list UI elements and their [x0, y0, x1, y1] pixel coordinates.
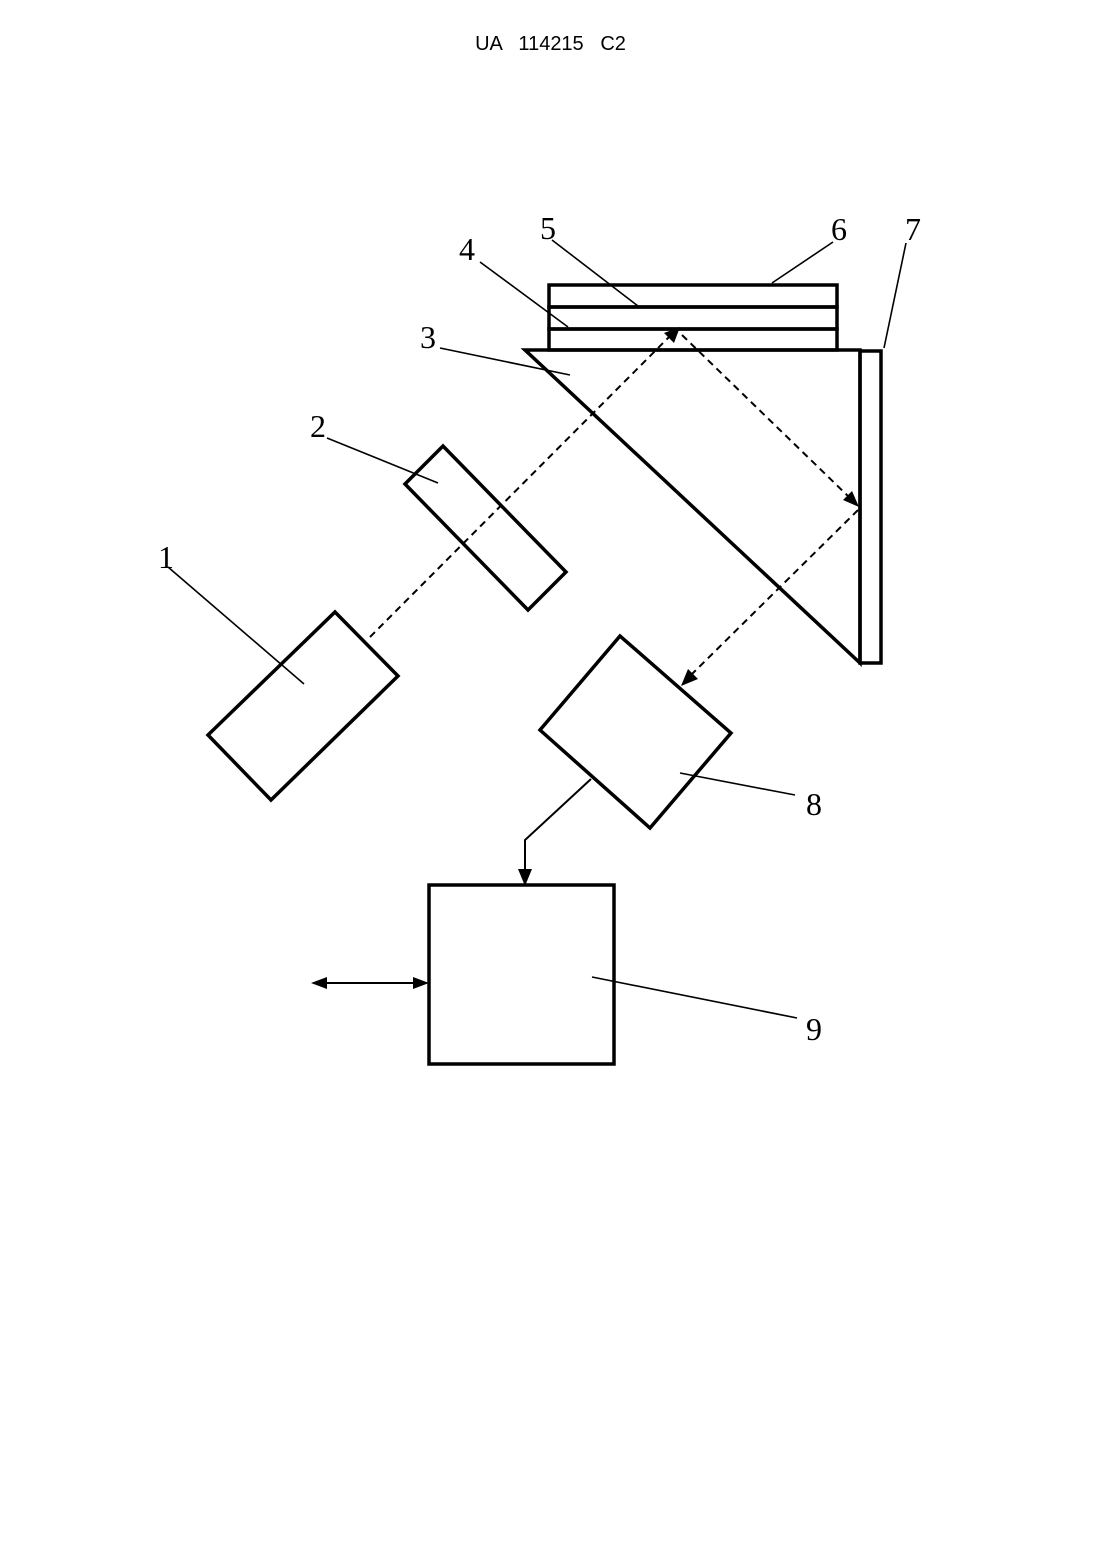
- layer-5: [549, 307, 837, 329]
- beam-source-to-layer: [370, 336, 670, 637]
- beam-plate-to-detector: [692, 510, 858, 674]
- leader-9: [592, 977, 797, 1018]
- leader-4: [480, 262, 568, 327]
- plate-7: [860, 351, 881, 663]
- beam-arrowhead-2: [843, 491, 859, 507]
- label-2: 2: [310, 408, 326, 444]
- wire-detector-to-processor: [525, 779, 591, 872]
- label-7: 7: [905, 211, 921, 247]
- block-1-source: [208, 612, 398, 800]
- leader-8: [680, 773, 795, 795]
- leader-3: [440, 348, 570, 375]
- label-3: 3: [420, 319, 436, 355]
- block-2-plate: [405, 446, 566, 610]
- label-6: 6: [831, 211, 847, 247]
- label-5: 5: [540, 210, 556, 246]
- leader-6: [772, 242, 833, 283]
- leader-7: [884, 243, 906, 348]
- io-arrowhead-left: [311, 977, 327, 989]
- beam-layer-to-plate: [682, 335, 850, 498]
- block-9-processor: [429, 885, 614, 1064]
- label-1: 1: [158, 539, 174, 575]
- label-4: 4: [459, 231, 475, 267]
- leader-1: [168, 567, 304, 684]
- layer-6: [549, 285, 837, 307]
- leader-5: [552, 240, 638, 306]
- label-9: 9: [806, 1011, 822, 1047]
- io-arrowhead-right: [413, 977, 429, 989]
- leader-2: [327, 438, 438, 483]
- label-8: 8: [806, 786, 822, 822]
- prism-3: [525, 350, 860, 663]
